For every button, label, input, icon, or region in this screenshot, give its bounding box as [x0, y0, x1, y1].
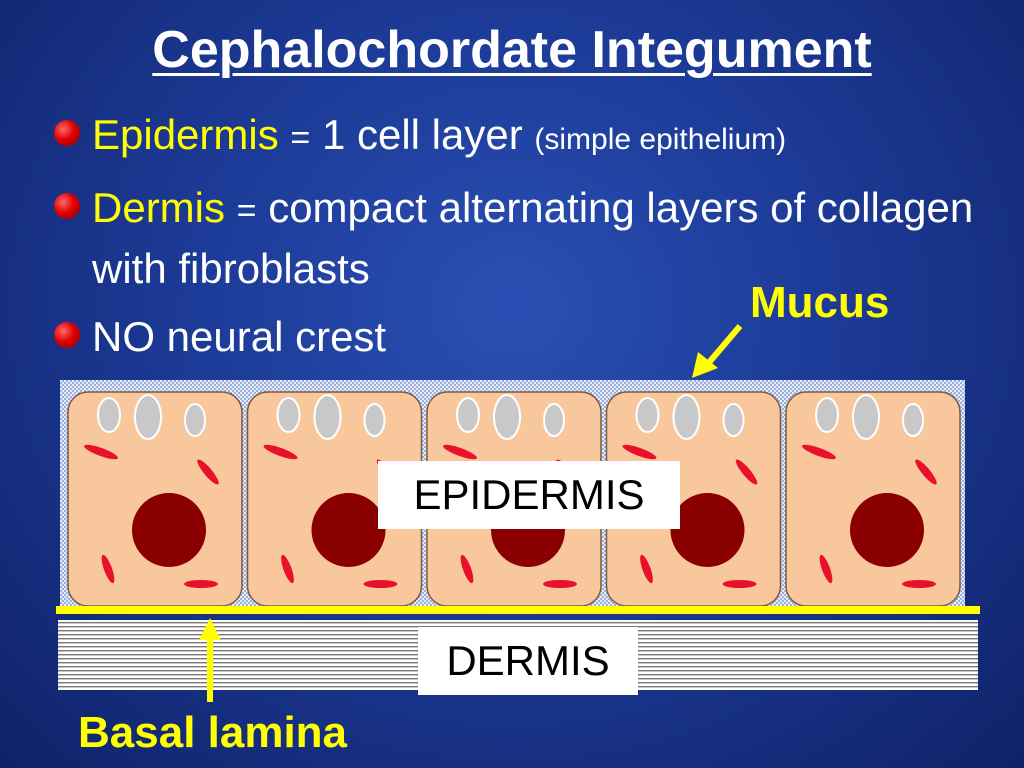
mucus-granule — [815, 397, 839, 433]
equals-sign: = — [290, 119, 311, 157]
epidermal-cell — [246, 391, 423, 607]
nucleus — [670, 493, 745, 567]
bullet-dot-icon — [54, 120, 80, 146]
bullet-dot-icon — [54, 322, 80, 348]
mucus-granule — [902, 403, 924, 437]
cell-organelle — [197, 459, 219, 485]
cell-organelle — [802, 444, 836, 460]
mucus-granule — [543, 403, 565, 437]
mucus-granule — [672, 394, 701, 440]
mucus-granule — [276, 397, 301, 433]
mucus-granule — [635, 397, 660, 433]
cell-organelle — [184, 580, 218, 588]
mucus-granule — [722, 403, 745, 437]
cell-organelle — [722, 580, 757, 588]
cell-organelle — [101, 554, 115, 584]
nucleus — [311, 493, 386, 567]
epidermis-label: EPIDERMIS — [378, 461, 680, 529]
cell-organelle — [443, 444, 477, 460]
cell-organelle — [622, 444, 657, 460]
nucleus — [132, 493, 206, 567]
cell-organelle — [543, 580, 577, 588]
basal-lamina-label: Basal lamina — [78, 708, 348, 757]
cell-organelle — [263, 444, 298, 460]
mucus-granule — [493, 394, 521, 440]
cell-organelle — [915, 459, 937, 485]
cell-organelle — [460, 554, 474, 584]
bullet-neural-crest: NO neural crest — [52, 308, 992, 366]
bullet-term: Epidermis — [92, 111, 279, 158]
mucus-granule — [456, 397, 480, 433]
cell-organelle — [281, 554, 294, 584]
epidermal-cell — [605, 391, 782, 607]
bullet-dermis: Dermis = compact alternating layers of c… — [52, 179, 992, 298]
basal-lamina-arrow — [199, 618, 221, 702]
bullet-dot-icon — [54, 193, 80, 219]
mucus-arrow — [692, 324, 743, 378]
mucus-granule — [134, 394, 162, 440]
bullet-term: Dermis — [92, 184, 225, 231]
mucus-granule — [363, 403, 386, 437]
epidermal-cell — [785, 391, 961, 607]
cell-organelle — [902, 580, 936, 588]
slide-title: Cephalochordate Integument — [152, 21, 872, 79]
mucus-granule — [313, 394, 342, 440]
cell-organelle — [363, 580, 398, 588]
mucus-label: Mucus — [750, 278, 890, 327]
dermis-label: DERMIS — [418, 627, 638, 695]
epidermal-cell — [67, 391, 243, 607]
bullet-note: (simple epithelium) — [534, 123, 787, 156]
mucus-granule — [852, 394, 880, 440]
bullet-text: 1 cell layer — [321, 111, 523, 158]
bullet-list: Epidermis = 1 cell layer (simple epithel… — [52, 106, 992, 376]
basal-lamina-line — [56, 606, 980, 614]
mucus-granule — [97, 397, 121, 433]
mucus-granule — [184, 403, 206, 437]
cell-organelle — [84, 444, 118, 460]
cell-organelle — [640, 554, 653, 584]
bullet-text: NO neural crest — [92, 313, 387, 360]
cell-organelle — [819, 554, 833, 584]
cell-organelle — [735, 459, 758, 485]
bullet-epidermis: Epidermis = 1 cell layer (simple epithel… — [52, 106, 992, 169]
nucleus — [850, 493, 924, 567]
bullet-text: compact alternating layers of collagen w… — [92, 184, 974, 292]
equals-sign: = — [236, 192, 257, 230]
